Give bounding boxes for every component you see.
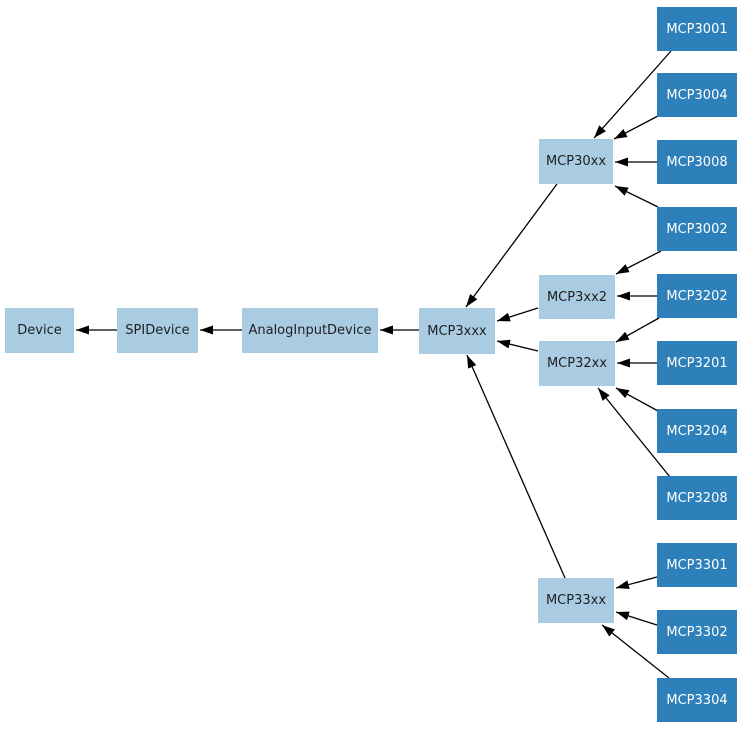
- node-mcp3xxx[interactable]: MCP3xxx: [419, 308, 495, 354]
- node-mcp3008[interactable]: MCP3008: [657, 140, 737, 184]
- node-mcp3208[interactable]: MCP3208: [657, 476, 737, 520]
- node-mcp3302-label: MCP3302: [666, 624, 728, 640]
- node-mcp3304-label: MCP3304: [666, 692, 728, 708]
- node-device[interactable]: Device: [5, 308, 74, 353]
- node-mcp30xx-label: MCP30xx: [545, 154, 607, 169]
- node-mcp3201[interactable]: MCP3201: [657, 341, 737, 385]
- edge-mcp3202-mcp32xx: [615, 317, 660, 343]
- node-mcp3002[interactable]: MCP3002: [657, 207, 737, 251]
- edge-mcp3001-mcp30xx: [593, 50, 672, 139]
- edge-mcp3302-mcp33xx: [615, 611, 658, 626]
- edge-mcp3002-mcp30xx: [614, 185, 659, 208]
- edge-mcp3304-mcp33xx: [601, 624, 670, 679]
- edge-mcp3208-mcp32xx: [597, 387, 671, 478]
- node-mcp3008-label: MCP3008: [666, 154, 728, 170]
- node-analoginputdevice-label: AnalogInputDevice: [248, 323, 372, 338]
- node-spidevice-label: SPIDevice: [125, 323, 190, 338]
- node-mcp3004-label: MCP3004: [666, 87, 728, 103]
- node-mcp3201-label: MCP3201: [666, 355, 728, 371]
- edge-mcp33xx-mcp3xxx: [466, 354, 566, 579]
- node-mcp32xx-label: MCP32xx: [546, 356, 608, 371]
- node-mcp3202[interactable]: MCP3202: [657, 274, 737, 318]
- node-mcp30xx[interactable]: MCP30xx: [539, 139, 613, 184]
- node-mcp3001-label: MCP3001: [666, 21, 728, 37]
- node-mcp3001[interactable]: MCP3001: [657, 7, 737, 51]
- node-mcp3302[interactable]: MCP3302: [657, 610, 737, 654]
- node-mcp33xx[interactable]: MCP33xx: [538, 578, 614, 623]
- node-mcp3004[interactable]: MCP3004: [657, 73, 737, 117]
- node-mcp3xxx-label: MCP3xxx: [427, 323, 487, 339]
- node-mcp3204-label: MCP3204: [666, 423, 728, 439]
- edge-mcp3002-mcp3xx2: [615, 250, 662, 275]
- node-mcp3xx2[interactable]: MCP3xx2: [539, 275, 615, 319]
- node-mcp3202-label: MCP3202: [666, 288, 728, 304]
- node-mcp3208-label: MCP3208: [666, 490, 728, 506]
- edge-mcp3xx2-mcp3xxx: [496, 307, 539, 322]
- edge-mcp32xx-mcp3xxx: [496, 339, 539, 352]
- node-mcp3304[interactable]: MCP3304: [657, 678, 737, 722]
- node-mcp3002-label: MCP3002: [666, 221, 728, 237]
- edge-mcp3004-mcp30xx: [613, 115, 659, 140]
- node-mcp3xx2-label: MCP3xx2: [546, 289, 608, 305]
- edge-mcp30xx-mcp3xxx: [465, 183, 558, 308]
- edge-mcp3301-mcp33xx: [615, 576, 658, 589]
- node-mcp3301[interactable]: MCP3301: [657, 543, 737, 587]
- node-mcp3301-label: MCP3301: [666, 557, 728, 573]
- node-mcp3204[interactable]: MCP3204: [657, 409, 737, 453]
- node-device-label: Device: [17, 323, 62, 338]
- node-spidevice[interactable]: SPIDevice: [117, 308, 198, 353]
- node-mcp33xx-label: MCP33xx: [545, 593, 607, 608]
- node-analoginputdevice[interactable]: AnalogInputDevice: [242, 308, 378, 353]
- node-mcp32xx[interactable]: MCP32xx: [539, 341, 615, 386]
- edge-mcp3204-mcp32xx: [615, 387, 659, 412]
